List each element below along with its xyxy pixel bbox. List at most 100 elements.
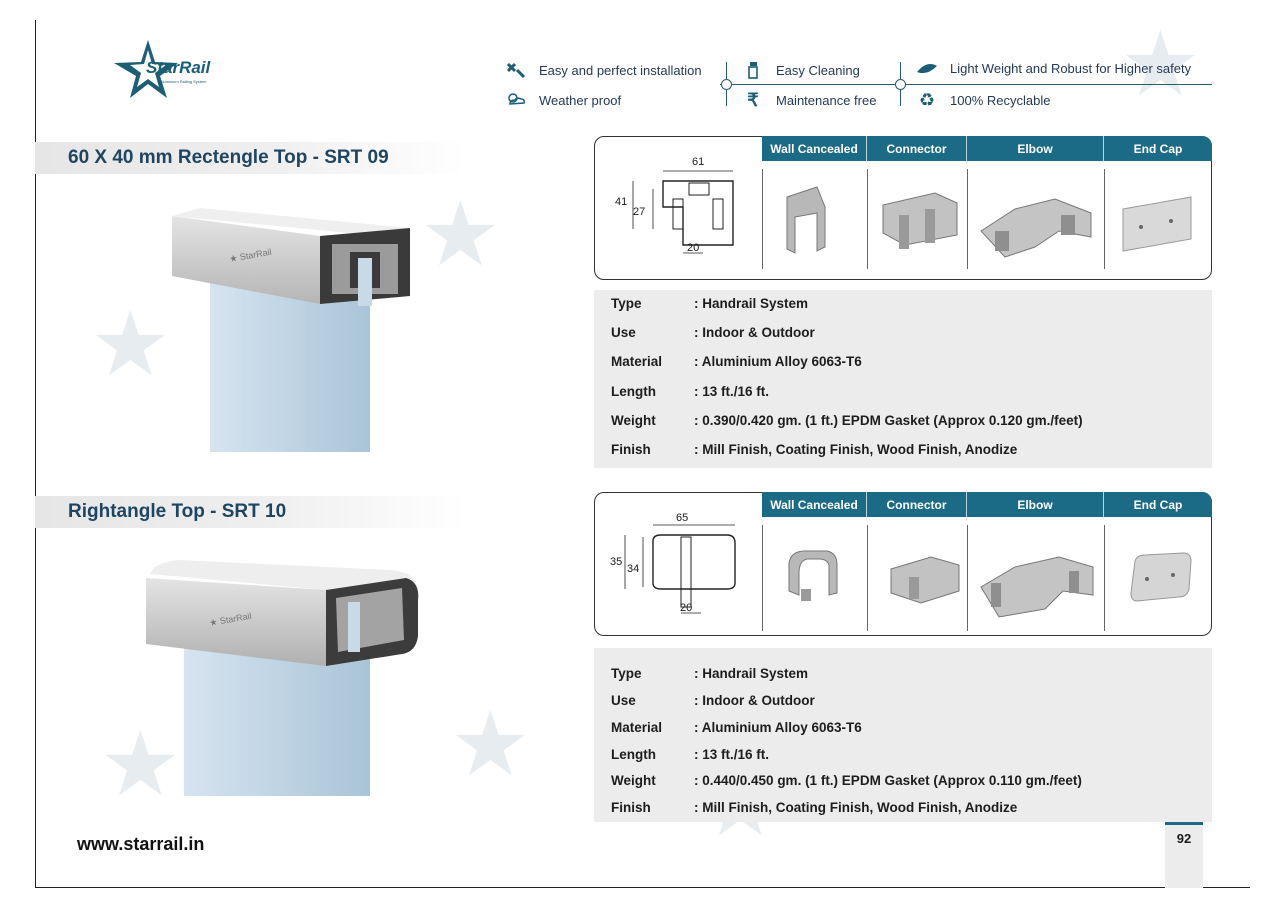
cell-separator [867, 525, 868, 631]
dimension-inner-height: 27 [633, 206, 646, 218]
spray-bottle-icon [740, 61, 766, 79]
feature-installation: Easy and perfect installation [503, 61, 702, 79]
watermark-star-icon: ★ [100, 715, 181, 815]
spec-value: : Handrail System [694, 666, 809, 681]
website-link[interactable]: www.starrail.in [77, 834, 205, 854]
recycle-icon: ♻ [918, 90, 936, 110]
profile-drawing-srt09 [632, 170, 734, 254]
brand-name: StarRail [146, 58, 211, 77]
spec-key: Weight [611, 413, 656, 428]
spec-row: Material : Aluminium Alloy 6063-T6 [594, 354, 862, 369]
page-number: 92 [1165, 822, 1203, 888]
feather-icon [914, 62, 940, 76]
feature-label: Easy Cleaning [776, 62, 860, 78]
product-image-srt09: ★ StarRail [160, 200, 420, 452]
spec-value: : Indoor & Outdoor [694, 325, 815, 340]
cell-separator [762, 525, 763, 631]
feature-cleaning: Easy Cleaning [740, 61, 860, 79]
tab-connector: Connector [867, 492, 967, 517]
tab-end-cap: End Cap [1133, 141, 1183, 156]
dimension-height: 35 [610, 556, 623, 568]
spec-row: Type : Handrail System [594, 666, 808, 681]
end-cap-image [1130, 552, 1192, 602]
spec-key: Type [611, 666, 642, 681]
feature-label: Weather proof [539, 92, 622, 108]
spec-value: : Indoor & Outdoor [694, 693, 815, 708]
tab-elbow: Elbow [967, 492, 1104, 517]
cell-separator [967, 169, 968, 269]
spec-key: Material [611, 720, 663, 735]
spec-row: Type : Handrail System [594, 296, 808, 311]
spec-row: Material : Aluminium Alloy 6063-T6 [594, 720, 862, 735]
page-frame-bottom [35, 887, 1250, 888]
cell-separator [967, 525, 968, 631]
spec-key: Finish [611, 442, 651, 457]
feature-lightweight: Light Weight and Robust for Higher safet… [914, 61, 1191, 76]
wall-concealed-image [788, 550, 838, 601]
wall-concealed-image [786, 186, 826, 254]
cell-separator [867, 169, 868, 269]
end-cap-image [1122, 196, 1192, 252]
dimension-height: 41 [615, 196, 628, 208]
feature-label: Easy and perfect installation [539, 62, 702, 78]
accessory-tabs-srt10: Wall Cancealed Connector Elbow End Cap [762, 492, 1212, 517]
spec-value: : Handrail System [694, 296, 809, 311]
tools-icon [503, 61, 529, 79]
dimension-width: 65 [676, 512, 689, 524]
spec-row: Finish : Mill Finish, Coating Finish, Woo… [594, 800, 1017, 815]
elbow-image [980, 556, 1094, 618]
feature-maintenance: ₹ Maintenance free [740, 90, 876, 111]
spec-row: Length : 13 ft./16 ft. [594, 384, 769, 399]
elbow-image [980, 198, 1092, 258]
watermark-star-icon: ★ [1120, 15, 1201, 115]
connector-image [890, 556, 960, 604]
spec-table-srt09: Type : Handrail System Use : Indoor & Outd… [594, 290, 1212, 468]
spec-key: Length [611, 747, 656, 762]
accessory-tabs-srt09: Wall Cancealed Connector Elbow End Cap [762, 136, 1212, 161]
tab-wall-concealed: Wall Cancealed [762, 492, 867, 517]
spec-key: Finish [611, 800, 651, 815]
dimension-channel: 20 [680, 602, 693, 614]
spec-table-srt10: Type : Handrail System Use : Indoor & Outd… [594, 648, 1212, 822]
spec-row: Finish: Mill Finish, Coating Finish, Woo… [594, 442, 1017, 457]
features-node [895, 79, 906, 90]
brand-logo: StarRail Aluminium Railing System [110, 36, 220, 102]
spec-value: : 13 ft./16 ft. [694, 747, 770, 762]
watermark-star-icon: ★ [450, 695, 531, 795]
spec-key: Type [611, 296, 642, 311]
spec-value: : 13 ft./16 ft. [694, 384, 770, 399]
feature-label: Light Weight and Robust for Higher safet… [950, 61, 1192, 76]
tab-connector: Connector [867, 136, 967, 161]
spec-value: : 0.440/0.450 gm. (1 ft.) EPDM Gasket (A… [694, 773, 1082, 788]
star-logo-icon [114, 40, 178, 98]
page-frame-left [35, 20, 36, 888]
spec-key: Material [611, 354, 663, 369]
feature-label: Maintenance free [776, 93, 877, 108]
dimension-inner-height: 34 [627, 563, 640, 575]
product-title: 60 X 40 mm Rectengle Top - SRT 09 [35, 142, 465, 174]
weather-icon [503, 90, 529, 110]
features-node [721, 79, 732, 90]
feature-label: 100% Recyclable [950, 93, 1051, 108]
cell-separator [762, 169, 763, 269]
spec-key: Length [611, 384, 656, 399]
spec-key: Use [611, 693, 636, 708]
feature-recyclable: ♻ 100% Recyclable [914, 90, 1051, 111]
tab-wall-concealed: Wall Cancealed [762, 136, 867, 161]
spec-key: Use [611, 325, 636, 340]
tab-elbow: Elbow [967, 136, 1104, 161]
spec-row: Weight : 0.440/0.450 gm. (1 ft.) EPDM Gas… [594, 773, 1082, 788]
spec-row: Use : Indoor & Outdoor [594, 325, 815, 340]
spec-value: : Aluminium Alloy 6063-T6 [694, 720, 862, 735]
spec-row: Length : 13 ft./16 ft. [594, 747, 769, 762]
spec-value: : Aluminium Alloy 6063-T6 [694, 354, 862, 369]
product-title: Rightangle Top - SRT 10 [35, 496, 465, 528]
features-divider [720, 84, 1212, 85]
spec-value: : Mill Finish, Coating Finish, Wood Fini… [694, 800, 1018, 815]
cell-separator [1104, 525, 1105, 631]
dimension-width: 61 [692, 156, 705, 168]
page-number-text: 92 [1176, 831, 1192, 846]
cell-separator [1104, 169, 1105, 269]
spec-row: Weight: 0.390/0.420 gm. (1 ft.) EPDM Gas… [594, 413, 1083, 428]
spec-key: Weight [611, 773, 656, 788]
